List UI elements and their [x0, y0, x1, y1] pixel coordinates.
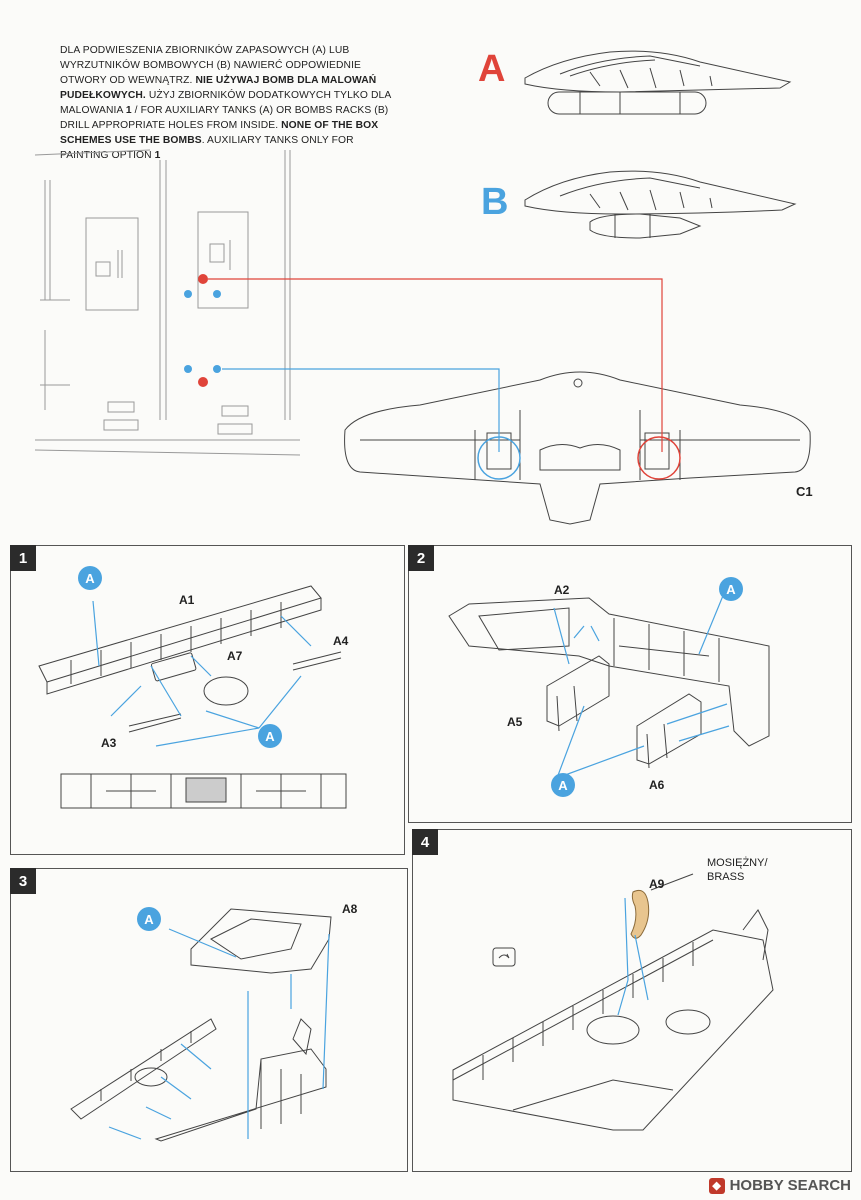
part-label-a8: A8: [342, 902, 358, 916]
step-3-panel: 3 A A8: [10, 868, 408, 1172]
callout-a: A: [258, 724, 282, 748]
brass-part-a9: [630, 889, 650, 939]
step-2-illustration: [448, 585, 770, 779]
step-number: 2: [408, 545, 434, 571]
intro-line-3-bold: 1: [125, 105, 132, 116]
part-label-c1: C1: [796, 484, 813, 499]
intro-line-5: NONE OF THE BOX SCHEMES USE THE BOMBS: [60, 120, 379, 146]
step-4-illustration: [452, 873, 774, 1131]
blue-hole-marker: [213, 290, 221, 298]
part-label-a6: A6: [649, 778, 665, 792]
intro-line-3: UŻYJ ZBIORNIKÓW DODATKOWYCH TYLKO DLA MA…: [60, 90, 391, 116]
hobby-search-logo-icon: ◆: [708, 1177, 725, 1194]
callout-a: A: [719, 577, 743, 601]
rotate-symbol: [492, 947, 516, 967]
intro-line-1: DLA PODWIESZENIA ZBIORNIKÓW ZAPASOWYCH (…: [60, 45, 362, 86]
intro-line-2: NIE UŻYWAJ BOMB DLA MALOWAŃ PUDEŁKOWYCH.: [60, 75, 377, 101]
step-number: 1: [10, 545, 36, 571]
intro-line-6-bold: 1: [154, 150, 161, 161]
watermark-logo: ◆ HOBBY SEARCH: [708, 1177, 851, 1194]
part-label-a7: A7: [227, 649, 243, 663]
option-b-wing-illustration: [524, 170, 797, 239]
option-b-letter: B: [481, 181, 509, 223]
brass-note-line-1: MOSIĘŻNY/: [707, 857, 768, 869]
part-label-a3: A3: [101, 736, 117, 750]
step-3-illustration: [70, 908, 332, 1142]
intro-text: DLA PODWIESZENIA ZBIORNIKÓW ZAPASOWYCH (…: [60, 43, 400, 163]
red-hole-marker: [198, 274, 208, 284]
red-leader-line: [208, 278, 663, 452]
part-label-a5: A5: [507, 715, 523, 729]
hole-markers: [184, 274, 681, 480]
step-1-illustration: [38, 585, 347, 809]
full-wing-c1-illustration: [344, 371, 811, 525]
blue-leader-line: [222, 368, 500, 452]
part-label-a9: A9: [649, 877, 665, 891]
step-number: 3: [10, 868, 36, 894]
part-label-a4: A4: [333, 634, 349, 648]
brass-note-line-2: BRASS: [707, 871, 745, 883]
step-1-panel: 1 A A A1 A4 A7 A3: [10, 545, 405, 855]
option-a-letter: A: [478, 48, 506, 90]
blue-hole-marker: [184, 290, 192, 298]
option-a-wing-illustration: [524, 50, 792, 115]
top-diagram: [34, 50, 811, 525]
red-hole-marker: [198, 377, 208, 387]
blue-hole-marker: [213, 365, 221, 373]
step-4-panel: 4 MOSIĘŻNY/ BRASS A9: [412, 829, 852, 1172]
part-label-a1: A1: [179, 593, 195, 607]
step-number: 4: [412, 829, 438, 855]
blue-circle-highlight: [477, 436, 521, 480]
watermark-text: HOBBY SEARCH: [729, 1177, 851, 1194]
red-circle-highlight: [637, 436, 681, 480]
callout-a: A: [551, 773, 575, 797]
callout-a: A: [78, 566, 102, 590]
brass-note: MOSIĘŻNY/ BRASS: [707, 856, 768, 884]
intro-line-4: / FOR AUXILIARY TANKS (A) OR BOMBS RACKS…: [60, 105, 389, 131]
step-2-panel: 2 A A A2 A5 A6: [408, 545, 852, 823]
intro-line-6: . AUXILIARY TANKS ONLY FOR PAINTING OPTI…: [60, 135, 354, 161]
part-label-a2: A2: [554, 583, 570, 597]
wing-interior-illustration: [34, 149, 301, 456]
blue-hole-marker: [184, 365, 192, 373]
callout-a: A: [137, 907, 161, 931]
